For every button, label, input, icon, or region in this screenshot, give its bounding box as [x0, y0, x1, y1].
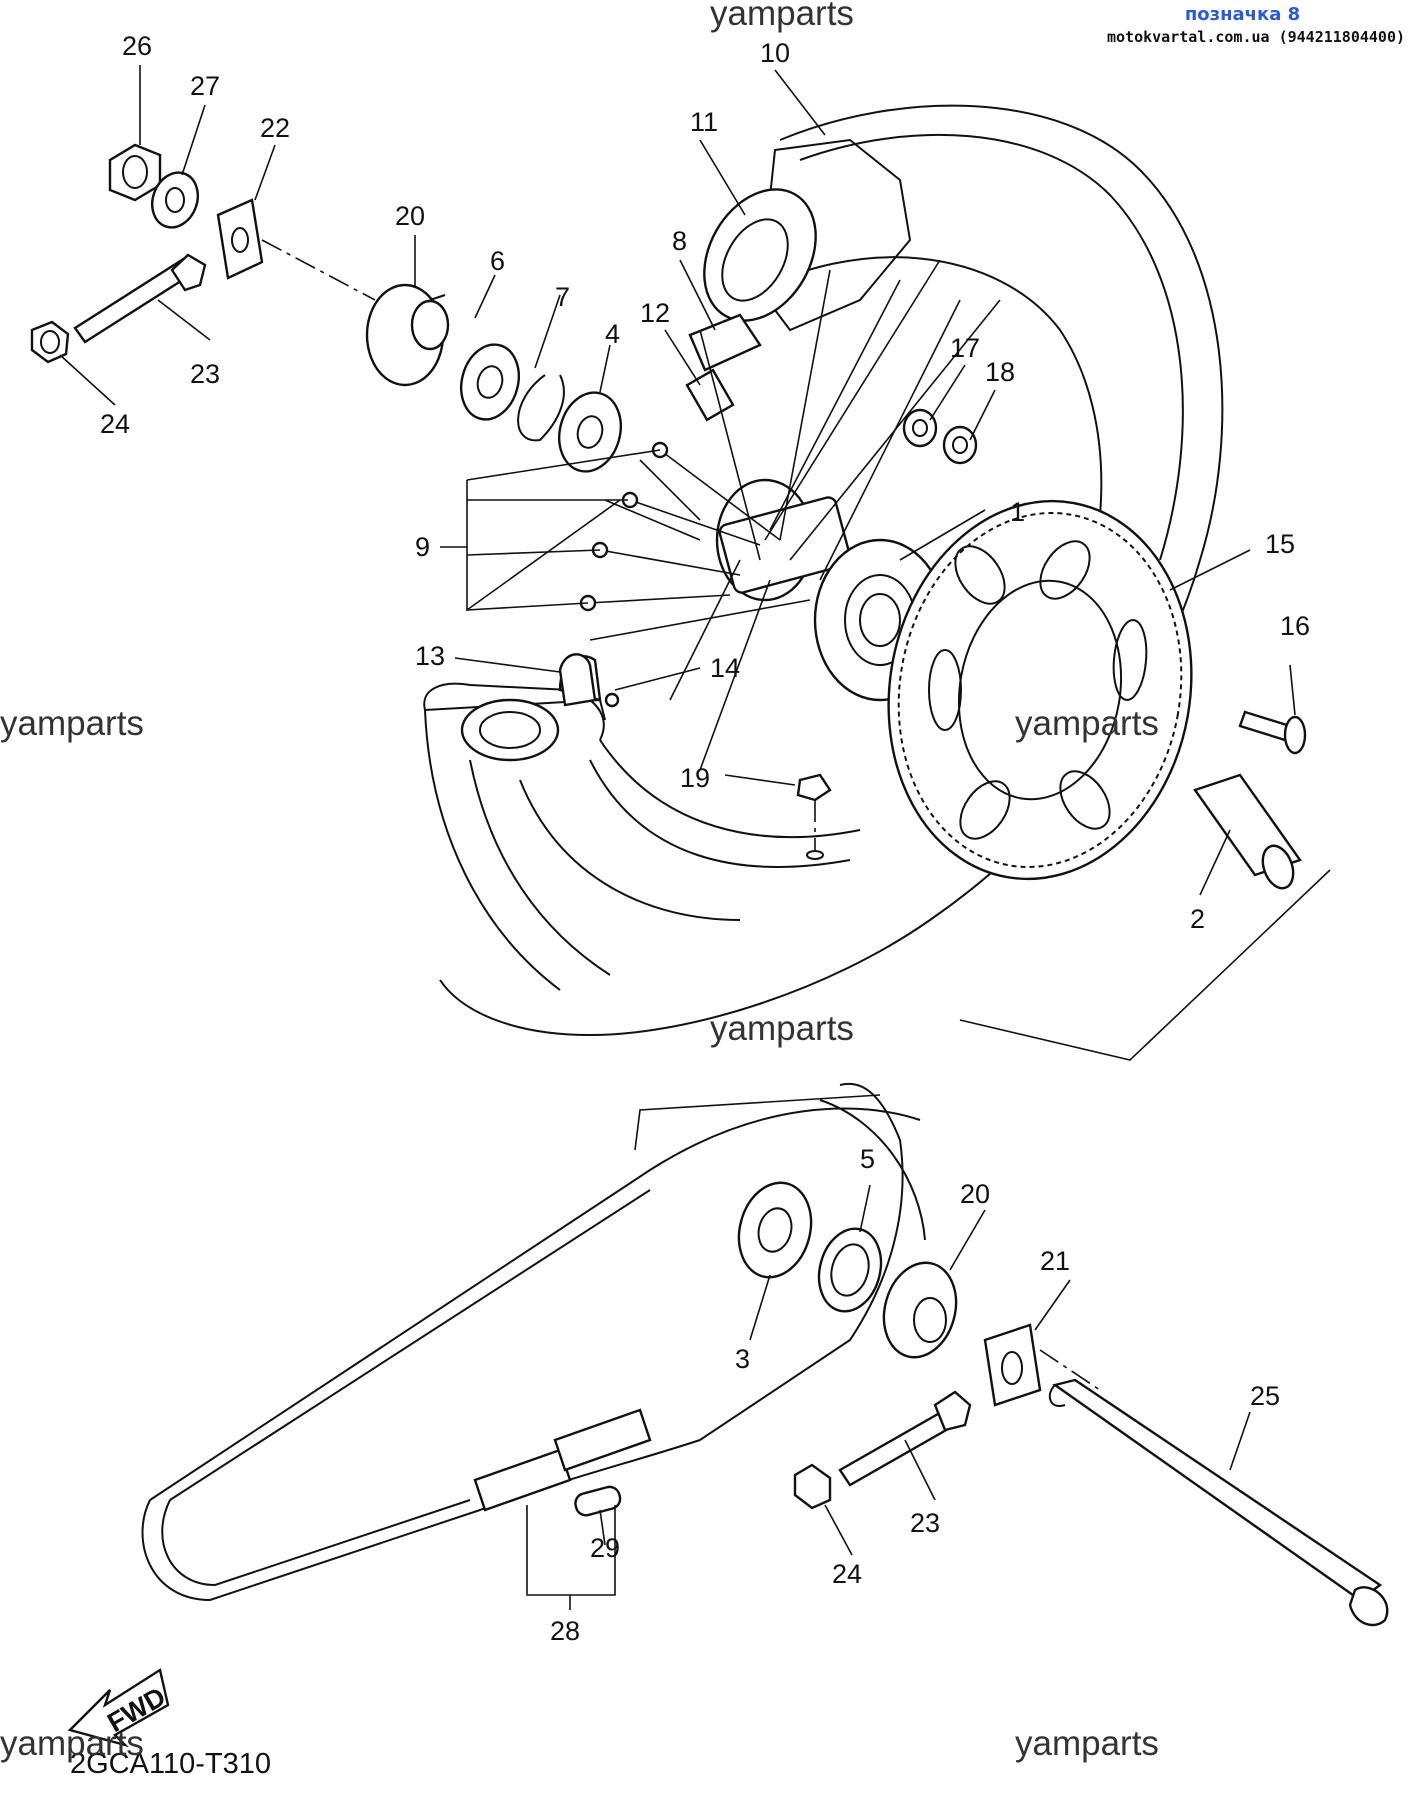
leader-lines [59, 65, 1331, 1610]
callout-11: 11 [690, 107, 718, 137]
callout-6: 6 [490, 246, 505, 276]
sprocket [887, 499, 1193, 881]
callout-12: 12 [640, 298, 670, 328]
callout-24-lower: 24 [832, 1559, 862, 1589]
callout-15: 15 [1265, 529, 1295, 559]
spoke-set [579, 441, 781, 612]
washer-18 [942, 425, 978, 465]
diagram-code: 2GCA110-T310 [70, 1748, 271, 1780]
callout-22: 22 [260, 113, 290, 143]
spokes [589, 259, 1001, 771]
watermark-right: yamparts [1015, 704, 1159, 743]
watermark-bottom-left: yamparts [0, 1724, 144, 1763]
callout-29: 29 [590, 1533, 620, 1563]
callout-16: 16 [1280, 611, 1310, 641]
lower-axle-parts [737, 1181, 1389, 1627]
upper-left-parts [30, 143, 622, 473]
drive-chain [141, 1082, 926, 1602]
callout-25: 25 [1250, 1381, 1280, 1411]
watermark-bottom-right: yamparts [1015, 1724, 1159, 1763]
callout-labels: 1 2 3 4 5 6 7 8 9 10 11 12 13 14 15 16 1… [100, 31, 1310, 1646]
callout-18: 18 [985, 357, 1015, 387]
callout-20-lower: 20 [960, 1179, 990, 1209]
nut-17 [902, 408, 938, 448]
callout-13: 13 [415, 641, 445, 671]
callout-8: 8 [672, 226, 687, 256]
callout-7: 7 [555, 282, 570, 312]
badge-label: позначка 8 [1184, 4, 1301, 25]
rim-lock-assembly [685, 138, 912, 422]
bolt-16 [1238, 710, 1307, 755]
watermark-left: yamparts [0, 704, 144, 743]
callout-27: 27 [190, 71, 220, 101]
callout-14: 14 [710, 653, 740, 683]
callout-3: 3 [735, 1344, 750, 1374]
callout-1: 1 [1010, 497, 1025, 527]
callout-23-lower: 23 [910, 1508, 940, 1538]
watermark-center: yamparts [710, 1009, 854, 1048]
watermark-top: yamparts [710, 0, 854, 33]
callout-9: 9 [415, 532, 430, 562]
nut-19 [796, 773, 832, 860]
callout-26: 26 [122, 31, 152, 61]
callout-2: 2 [1190, 904, 1205, 934]
valve-assembly [558, 653, 620, 708]
callout-19: 19 [680, 763, 710, 793]
callout-5: 5 [860, 1144, 875, 1174]
watermarks: yamparts yamparts yamparts yamparts yamp… [0, 0, 1159, 1763]
callout-4: 4 [605, 319, 620, 349]
collar [1193, 773, 1302, 890]
callout-24-upper: 24 [100, 409, 130, 439]
source-label: motokvartal.com.ua (944211804400) [1106, 28, 1405, 46]
callout-28: 28 [550, 1616, 580, 1646]
callout-21: 21 [1040, 1246, 1070, 1276]
callout-10: 10 [760, 38, 790, 68]
callout-20-upper: 20 [395, 201, 425, 231]
callout-17: 17 [950, 333, 980, 363]
callout-23-upper: 23 [190, 359, 220, 389]
